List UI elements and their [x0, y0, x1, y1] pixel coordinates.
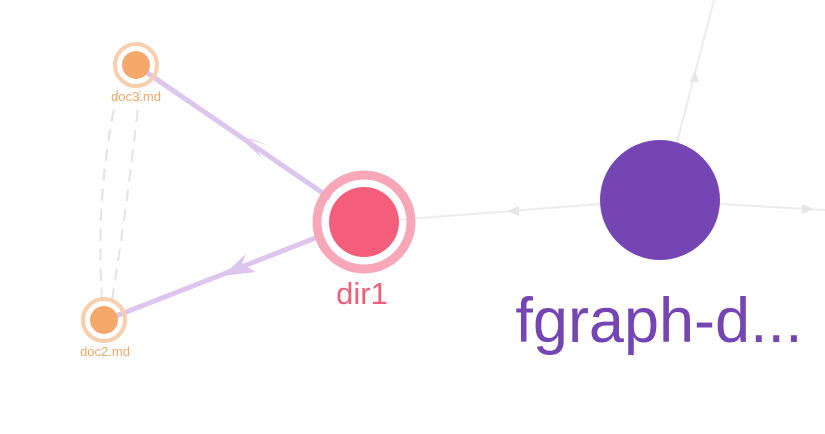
edge-root-right-arrow — [802, 204, 814, 214]
edge-root-dir1 — [394, 203, 601, 221]
node-root-label: fgraph-d... — [515, 286, 802, 356]
edge-dir1-doc2 — [115, 234, 319, 319]
edge-dir1-doc3-arrow — [238, 136, 270, 158]
root-edges — [394, 0, 825, 221]
doc-link-edges — [99, 89, 141, 301]
node-doc2[interactable]: doc2.md — [80, 297, 130, 359]
edge-dir1-doc3 — [144, 69, 332, 201]
edge-doc3-doc2-a — [99, 89, 119, 301]
edge-doc3-doc2-b — [111, 89, 141, 301]
edge-dir1-doc2-arrow — [222, 254, 256, 276]
node-doc2-dot — [90, 306, 118, 334]
node-dir1-ring — [312, 170, 416, 274]
node-doc3-dot — [122, 51, 150, 79]
node-dir1-dot — [329, 187, 399, 257]
node-dir1-label: dir1 — [336, 276, 388, 311]
node-doc3-label: doc3.md — [111, 89, 161, 104]
edge-root-up-arrow — [690, 70, 699, 82]
node-root-dot — [600, 140, 720, 260]
node-doc2-ring — [81, 297, 127, 343]
node-doc3-ring — [113, 42, 159, 88]
node-doc3[interactable]: doc3.md — [111, 42, 161, 104]
node-dir1[interactable]: dir1 — [312, 170, 416, 311]
node-root[interactable]: fgraph-d... — [515, 140, 803, 356]
dir-edges — [115, 69, 332, 319]
node-doc2-label: doc2.md — [80, 344, 130, 359]
edge-root-dir1-arrow — [507, 206, 519, 216]
